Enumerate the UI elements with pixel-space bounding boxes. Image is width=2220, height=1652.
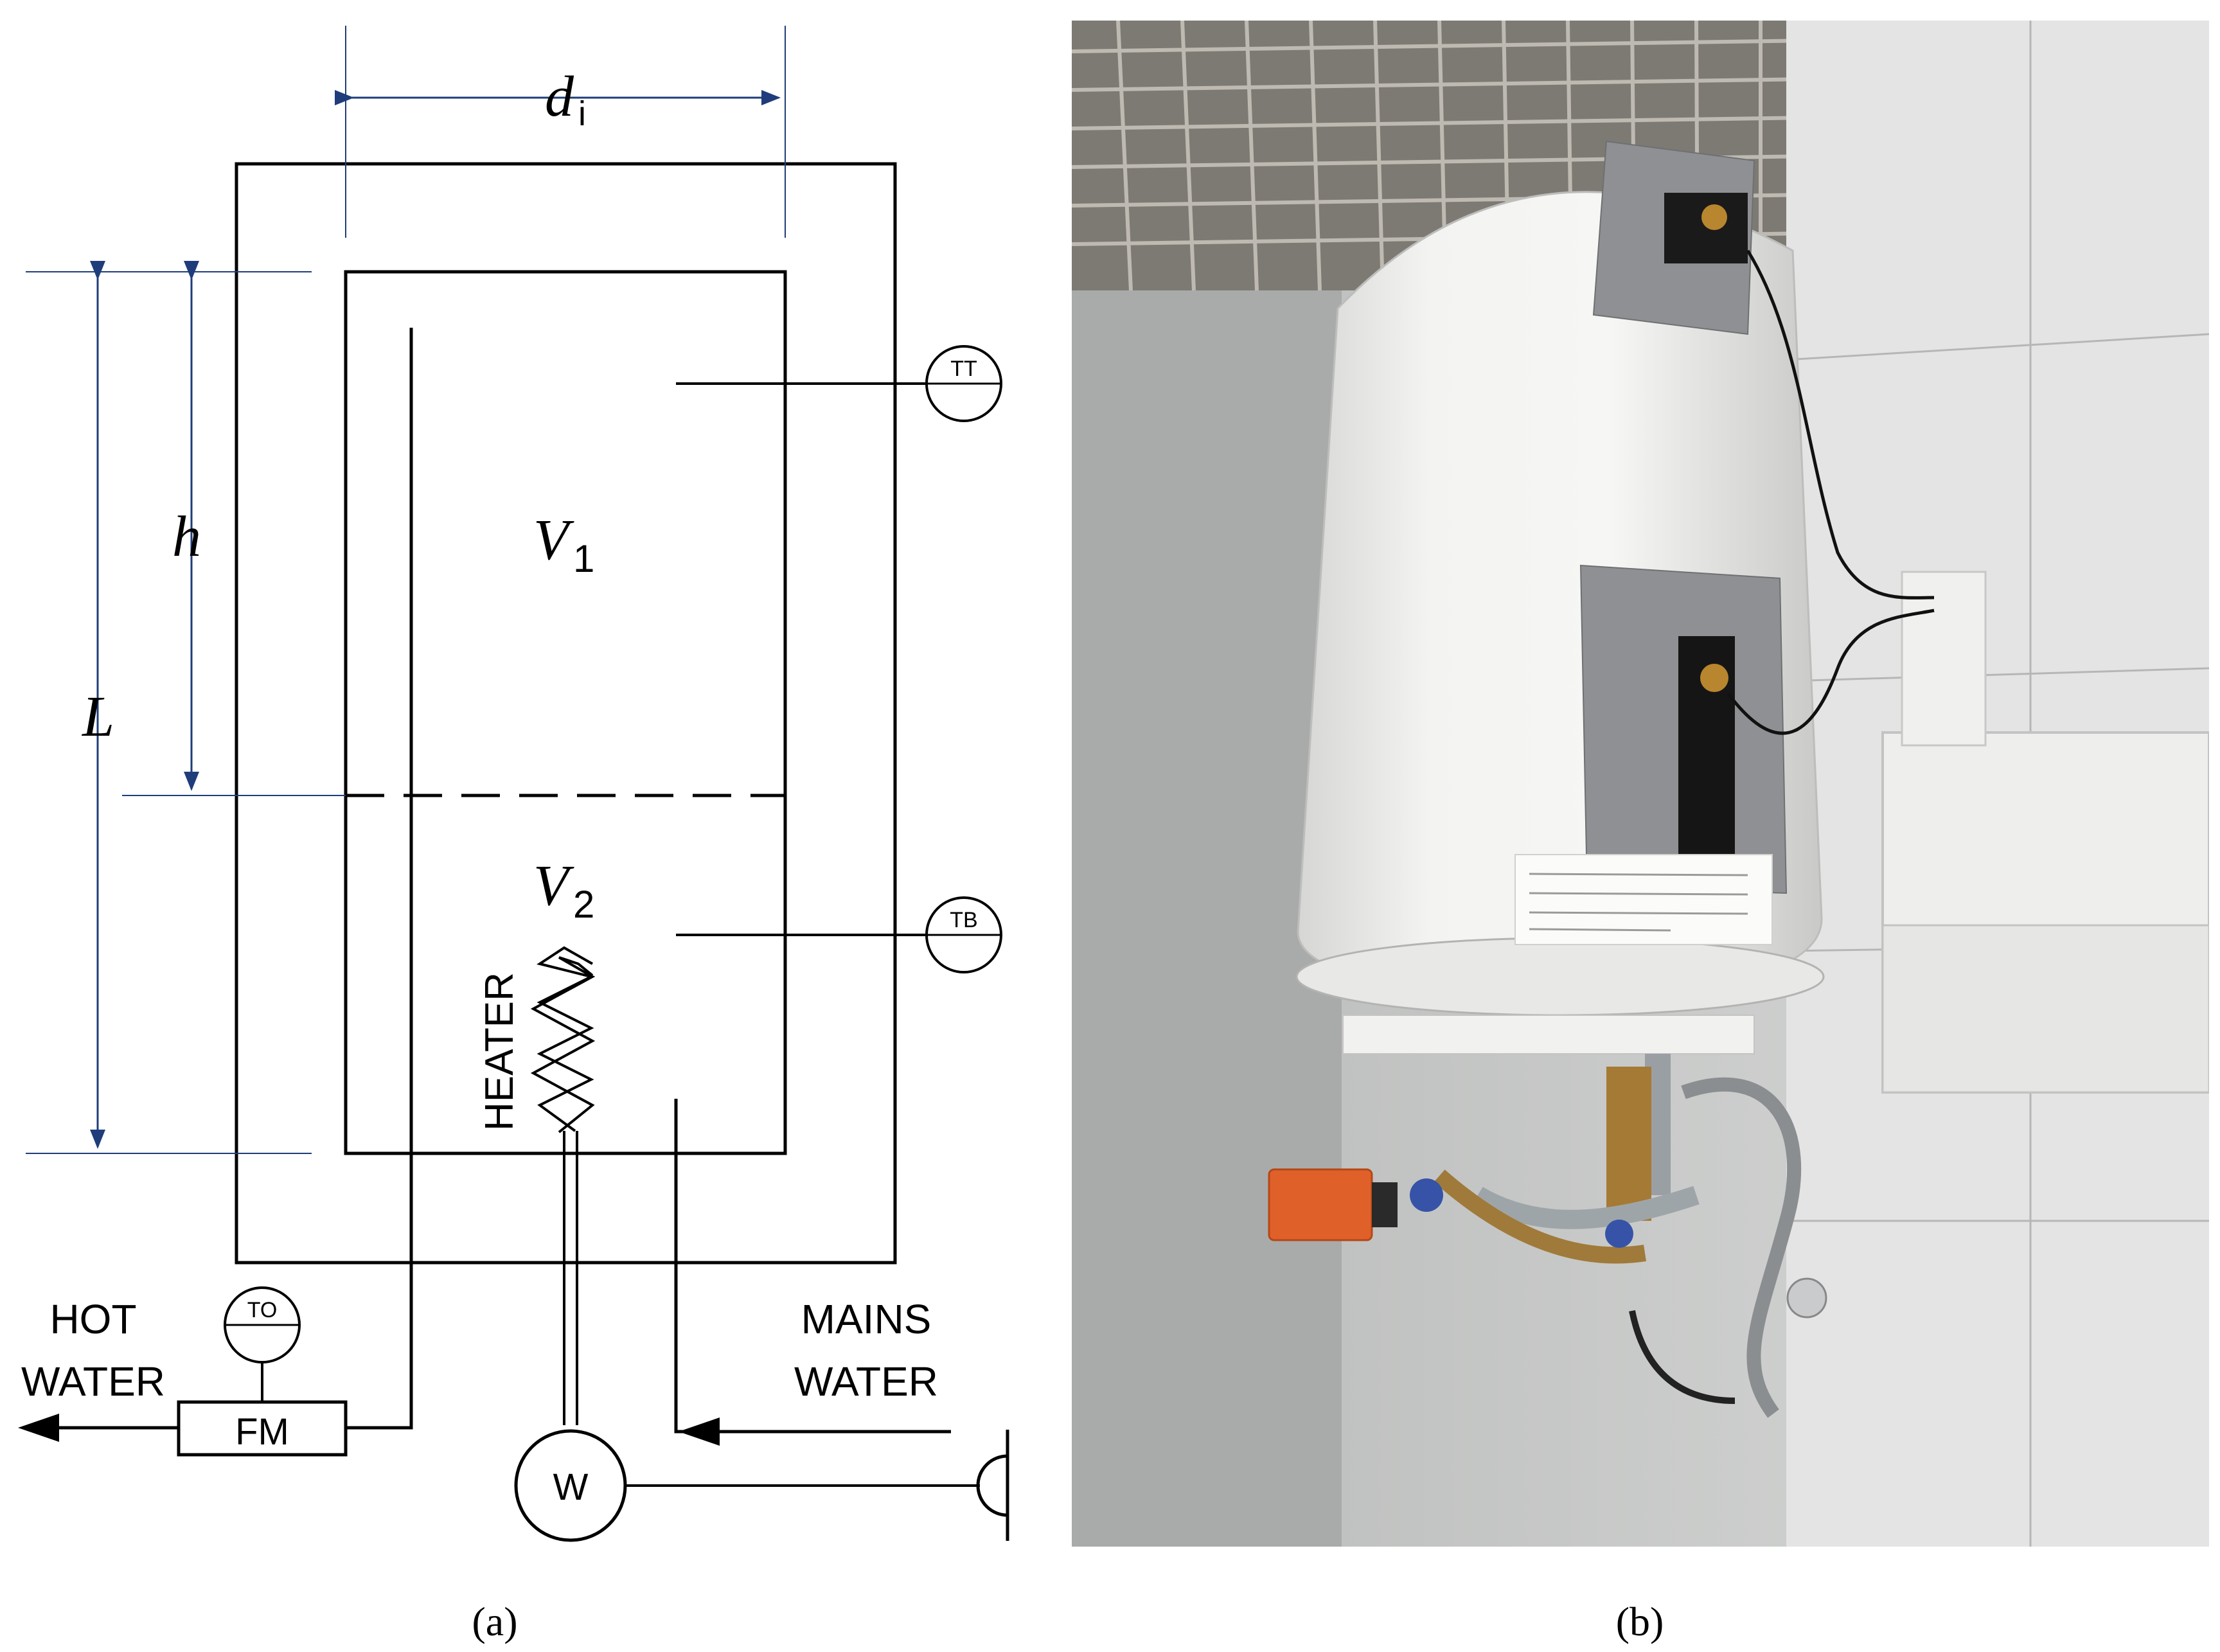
heater-zigzag — [537, 946, 595, 1132]
hot-water-label-line1: HOT — [49, 1296, 136, 1342]
mains-water-pipe — [674, 1099, 951, 1434]
panel-a-schematic: d i h L V 1 V 2 FM TO HOT WAT — [18, 26, 1009, 1644]
v1-label: V — [533, 508, 574, 572]
flow-meter-label: FM — [235, 1411, 289, 1453]
power-socket-icon — [976, 1454, 1008, 1517]
caption-a: (a) — [472, 1599, 517, 1644]
flexible-hose — [1681, 1077, 1802, 1418]
sensor-tt-label: TT — [950, 357, 977, 381]
v2-label: V — [533, 854, 574, 918]
motorized-valve — [1268, 1168, 1373, 1241]
caption-b: (b) — [1616, 1599, 1664, 1644]
heater-coil-icon — [530, 956, 596, 1133]
hot-water-pipe — [346, 328, 413, 1430]
mains-water-arrow-icon — [679, 1417, 720, 1446]
sensor-tb-label: TB — [950, 908, 977, 932]
hot-water-arrow-icon — [18, 1414, 59, 1442]
power-meter-label: W — [553, 1466, 589, 1508]
dimension-di: d i — [335, 26, 786, 238]
heater-label: HEATER — [477, 972, 522, 1131]
L-label: L — [81, 685, 114, 749]
panel-b-photo: (b) — [1072, 21, 2209, 1644]
dimension-h-L: h L — [26, 261, 346, 1154]
flow-meter-box — [177, 1400, 348, 1457]
mains-water-label-line2: WATER — [794, 1358, 938, 1405]
sensor-to-label: TO — [247, 1298, 278, 1322]
v1-subscript: 1 — [573, 537, 594, 580]
di-label: d — [545, 65, 574, 129]
outer-casing — [235, 162, 897, 1265]
v2-subscript: 2 — [573, 883, 594, 926]
h-label: h — [172, 505, 201, 569]
hot-water-label-line2: WATER — [21, 1358, 165, 1405]
mains-water-label-line1: MAINS — [801, 1296, 932, 1342]
di-subscript: i — [578, 94, 586, 133]
